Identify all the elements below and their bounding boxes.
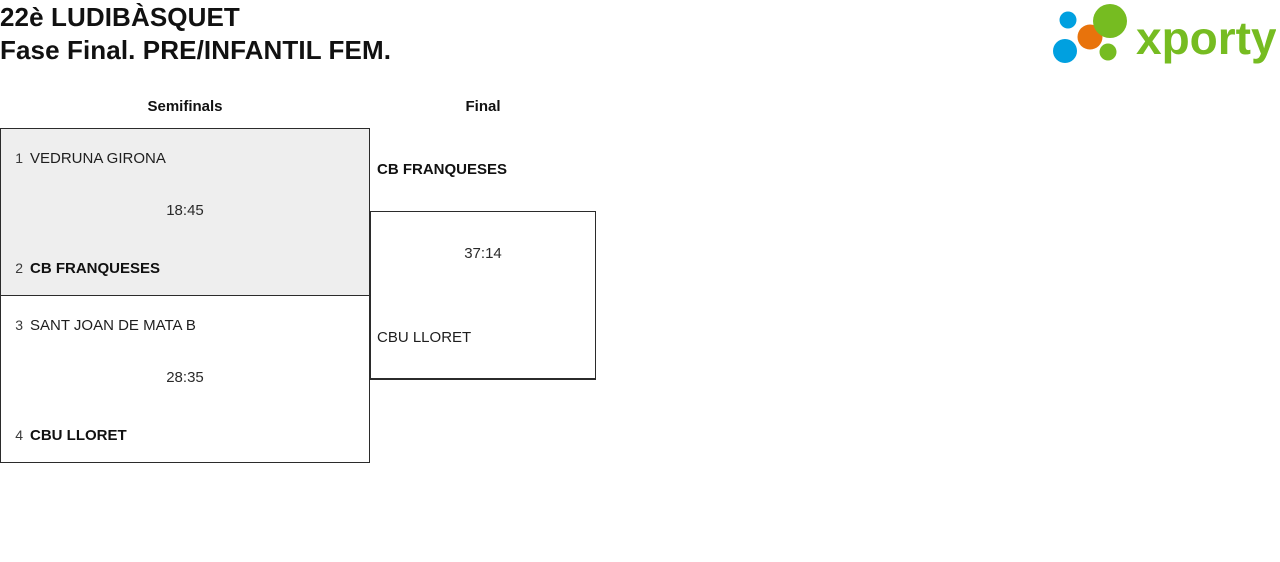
final-team-winner[interactable]: CB FRANQUESES — [377, 161, 508, 178]
round-header-semifinals: Semifinals — [147, 98, 223, 115]
match-semifinal-1[interactable]: 1 VEDRUNA GIRONA 18:45 2 CB FRANQUESES — [0, 128, 370, 296]
team-name: VEDRUNA GIRONA — [30, 150, 166, 167]
xporty-logo-graphic: xporty — [1053, 4, 1276, 64]
logo-dot-blue-small — [1059, 11, 1077, 29]
match-score: 28:35 — [166, 369, 204, 386]
seed-number: 4 — [15, 427, 23, 443]
match-score: 18:45 — [166, 202, 204, 219]
match-slot-bottom[interactable]: 2 CB FRANQUESES — [1, 259, 369, 278]
match-slot-bottom[interactable]: 4 CBU LLORET — [1, 426, 369, 445]
final-score: 37:14 — [464, 245, 502, 262]
logo-dot-green-small — [1099, 43, 1117, 61]
final-team-runner-up[interactable]: CBU LLORET — [377, 329, 472, 346]
tournament-title-line-1: 22è LUDIBÀSQUET — [0, 2, 240, 32]
seed-number: 2 — [15, 260, 23, 276]
match-final[interactable] — [370, 211, 596, 379]
match-slot-top[interactable]: 3 SANT JOAN DE MATA B — [1, 316, 369, 335]
logo-dot-green-large — [1093, 4, 1127, 38]
team-name: CBU LLORET — [30, 427, 127, 444]
seed-number: 3 — [15, 317, 23, 333]
team-name: CB FRANQUESES — [30, 260, 161, 277]
round-header-final: Final — [465, 98, 501, 115]
logo-dot-blue-large — [1053, 39, 1077, 63]
xporty-logo: xporty — [1048, 4, 1276, 66]
match-slot-top[interactable]: 1 VEDRUNA GIRONA — [1, 149, 369, 168]
team-name: SANT JOAN DE MATA B — [30, 317, 196, 334]
match-semifinal-2[interactable]: 3 SANT JOAN DE MATA B 28:35 4 CBU LLORET — [0, 295, 370, 463]
tournament-header: 22è LUDIBÀSQUET Fase Final. PRE/INFANTIL… — [0, 0, 700, 65]
tournament-subtitle-line-2: Fase Final. PRE/INFANTIL FEM. — [0, 35, 392, 65]
seed-number: 1 — [15, 150, 23, 166]
logo-wordmark: xporty — [1136, 12, 1276, 64]
